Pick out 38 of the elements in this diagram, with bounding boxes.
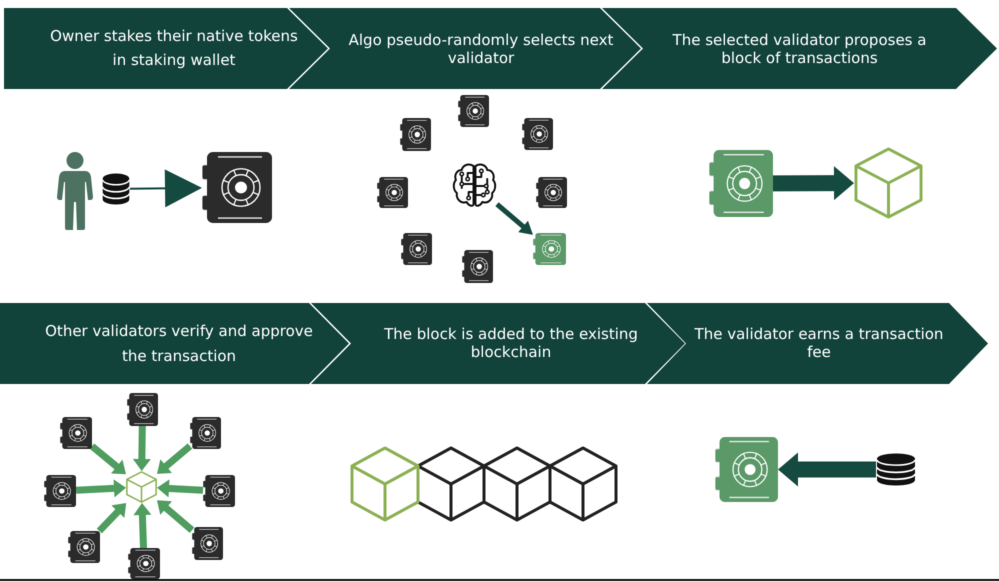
arrow xyxy=(132,426,151,472)
arrow xyxy=(154,443,192,477)
arrow xyxy=(778,452,876,486)
cube-icon xyxy=(126,471,157,503)
safe-icon xyxy=(128,548,160,579)
step-banner xyxy=(311,303,685,384)
step-banner xyxy=(0,303,349,384)
safe-icon xyxy=(202,152,272,223)
safe-icon xyxy=(68,531,100,563)
safe-icon xyxy=(715,437,778,502)
step-label: Other validators verify and approve the transaction xyxy=(44,321,314,367)
safe-icon xyxy=(127,393,158,426)
arrow xyxy=(76,479,126,498)
step-label: The selected validator proposes a block of transactions xyxy=(672,31,928,67)
arrow xyxy=(90,444,128,477)
coins-icon xyxy=(876,453,916,486)
step-banner xyxy=(4,8,328,89)
arrow xyxy=(156,479,204,498)
brain-icon xyxy=(452,162,497,208)
step-label: The validator earns a transaction fee xyxy=(694,325,944,361)
arrow xyxy=(772,166,854,200)
safe-icon xyxy=(60,417,92,449)
cube-icon xyxy=(854,147,923,219)
safe-icon xyxy=(190,417,221,449)
safe-icon xyxy=(533,233,566,265)
safe-icon xyxy=(192,527,223,560)
step-label: The block is added to the existing blockchain xyxy=(383,325,639,361)
safe-icon xyxy=(203,475,235,507)
arrow xyxy=(154,498,194,533)
safe-icon xyxy=(709,150,773,217)
step-banner xyxy=(647,303,988,384)
step-label: Algo pseudo-randomly selects next validator xyxy=(348,31,614,67)
arrow xyxy=(96,500,129,534)
arrow xyxy=(130,169,202,208)
safe-icon xyxy=(44,475,76,507)
step-label: Owner stakes their native tokens in staking wallet xyxy=(49,26,299,71)
coins-icon xyxy=(102,173,130,205)
arrow xyxy=(495,202,535,237)
